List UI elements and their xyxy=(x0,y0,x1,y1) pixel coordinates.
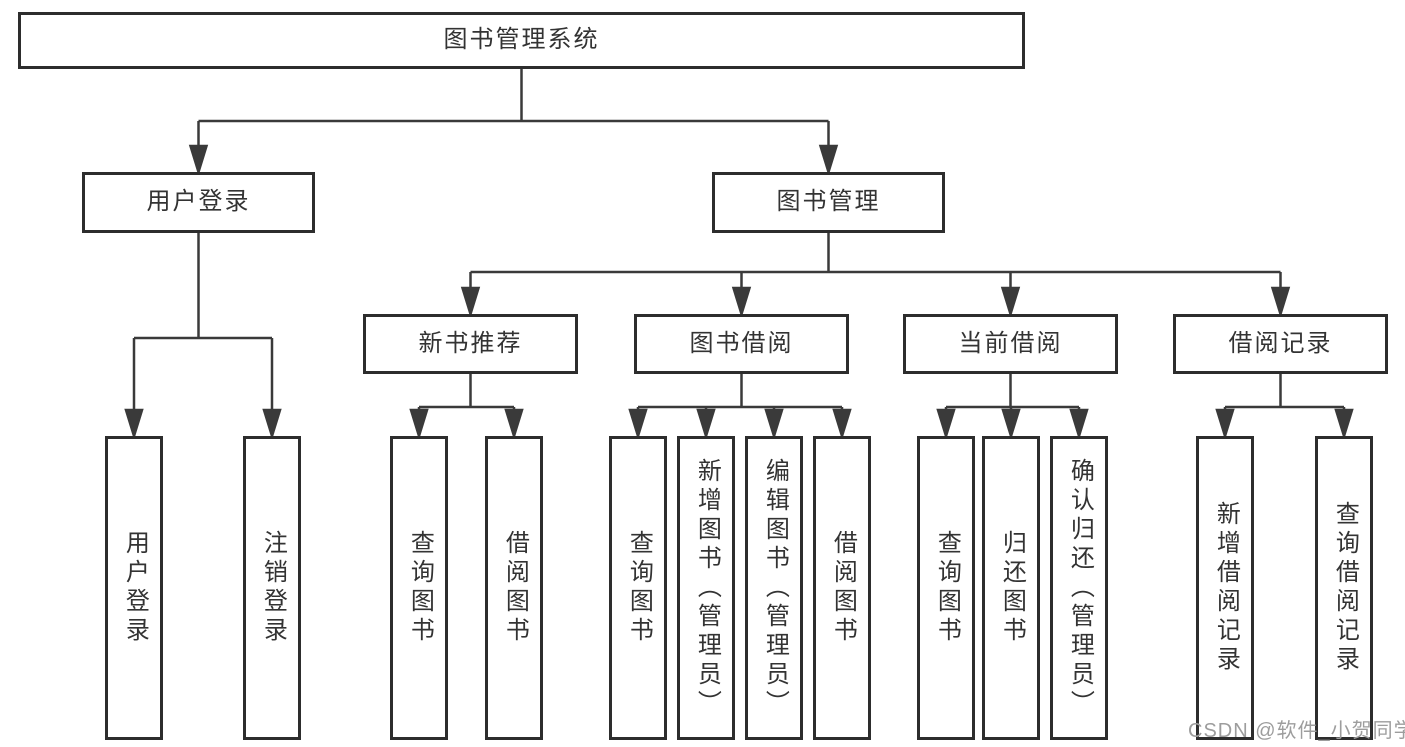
node-leaf-query-book-current: 查询图书 xyxy=(917,436,975,740)
node-book-mgmt: 图书管理 xyxy=(712,172,945,233)
arrowhead xyxy=(696,408,716,441)
arrowhead xyxy=(460,286,481,319)
arrowhead xyxy=(936,408,956,441)
arrowhead xyxy=(731,286,752,319)
arrowhead xyxy=(1001,408,1021,441)
arrowhead xyxy=(1069,408,1089,441)
arrowhead xyxy=(124,408,144,441)
connector-book-borrow-to-leaves xyxy=(628,374,852,441)
node-leaf-edit-book-admin: 编辑图书（管理员） xyxy=(745,436,803,740)
connector-new-book-rec-to-leaves xyxy=(409,374,524,441)
node-leaf-borrow-book-recommend: 借阅图书 xyxy=(485,436,543,740)
node-user-login: 用户登录 xyxy=(82,172,315,233)
node-borrow-record: 借阅记录 xyxy=(1173,314,1388,374)
arrowhead xyxy=(818,144,839,177)
node-leaf-add-book-admin: 新增图书（管理员） xyxy=(677,436,735,740)
arrowhead xyxy=(1334,408,1354,441)
connector-root-to-level2 xyxy=(188,68,839,177)
connector-user-login-to-leaves xyxy=(124,232,282,441)
node-leaf-query-book-recommend: 查询图书 xyxy=(390,436,448,740)
arrowhead xyxy=(188,144,209,177)
arrowhead xyxy=(504,408,524,441)
node-leaf-add-borrow-record: 新增借阅记录 xyxy=(1196,436,1254,740)
arrowhead xyxy=(409,408,429,441)
arrowhead xyxy=(764,408,784,441)
csdn-watermark: CSDN @软件_小贺同学 xyxy=(1188,720,1405,742)
connector-book-mgmt-to-level3 xyxy=(460,232,1291,319)
arrowhead xyxy=(1270,286,1291,319)
node-leaf-borrow-book: 借阅图书 xyxy=(813,436,871,740)
node-root: 图书管理系统 xyxy=(18,12,1025,69)
node-new-book-rec: 新书推荐 xyxy=(363,314,578,374)
node-leaf-logout: 注销登录 xyxy=(243,436,301,740)
arrowhead xyxy=(1215,408,1235,441)
node-leaf-query-borrow-record: 查询借阅记录 xyxy=(1315,436,1373,740)
node-leaf-confirm-return-admin: 确认归还（管理员） xyxy=(1050,436,1108,740)
connector-borrow-record-to-leaves xyxy=(1215,374,1354,441)
node-leaf-query-book-borrow: 查询图书 xyxy=(609,436,667,740)
arrowhead xyxy=(262,408,282,441)
arrowhead xyxy=(628,408,648,441)
node-book-borrow: 图书借阅 xyxy=(634,314,849,374)
connector-current-borrow-to-leaves xyxy=(936,374,1089,441)
node-current-borrow: 当前借阅 xyxy=(903,314,1118,374)
arrowhead xyxy=(832,408,852,441)
node-leaf-user-login: 用户登录 xyxy=(105,436,163,740)
node-leaf-return-book: 归还图书 xyxy=(982,436,1040,740)
arrowhead xyxy=(1000,286,1021,319)
